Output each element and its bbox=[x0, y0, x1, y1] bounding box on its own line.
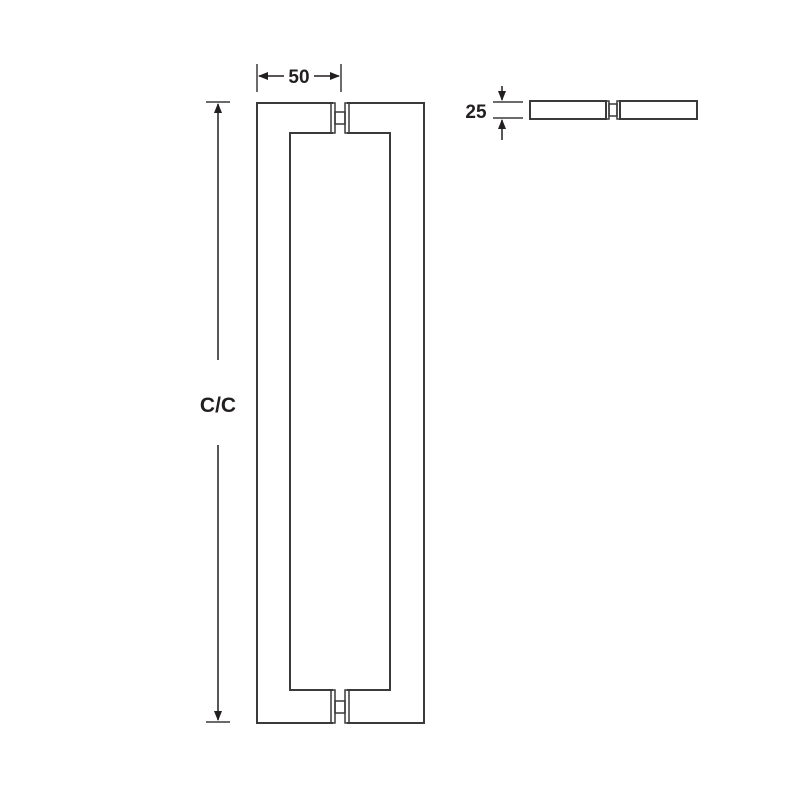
width-label: 50 bbox=[288, 67, 309, 88]
bottom-standoff bbox=[330, 689, 350, 724]
top-standoff bbox=[330, 102, 350, 134]
depth-dimension: 25 bbox=[465, 86, 523, 140]
side-standoff bbox=[605, 100, 621, 120]
centers-dimension: C/C bbox=[200, 101, 236, 723]
side-view: 25 bbox=[465, 86, 698, 140]
side-bar-right bbox=[619, 100, 698, 120]
side-bar-left bbox=[529, 100, 607, 120]
handle-outer-right bbox=[347, 102, 425, 724]
handle-inner-left bbox=[289, 132, 333, 691]
width-dimension: 50 bbox=[256, 64, 342, 92]
handle-outer-left bbox=[256, 102, 333, 724]
front-view: 50 C/C bbox=[200, 64, 425, 724]
centers-label: C/C bbox=[200, 394, 236, 417]
depth-label: 25 bbox=[465, 102, 487, 123]
handle-inner-right bbox=[347, 132, 391, 691]
